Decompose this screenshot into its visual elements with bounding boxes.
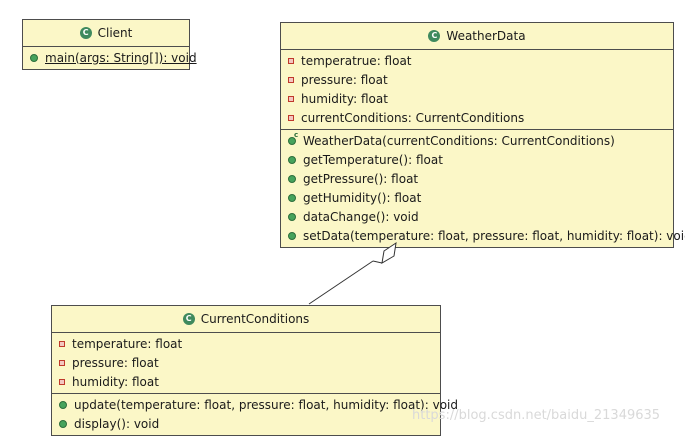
class-name: WeatherData <box>446 29 526 43</box>
method-label: getPressure(): float <box>303 171 419 186</box>
private-field-icon <box>288 95 294 102</box>
field-label: temperature: float <box>72 336 183 351</box>
class-icon: C <box>428 30 441 42</box>
field-row[interactable]: currentConditions: CurrentConditions <box>281 108 673 127</box>
class-header: C Client <box>23 20 189 47</box>
method-row[interactable]: update(temperature: float, pressure: flo… <box>52 395 458 414</box>
field-row[interactable]: temperature: float <box>52 334 440 353</box>
method-row[interactable]: display(): void <box>52 414 440 433</box>
aggregation-line-inner <box>372 260 383 264</box>
public-method-icon <box>288 174 296 183</box>
methods-section: WeatherData(currentConditions: CurrentCo… <box>281 129 685 247</box>
field-label: humidity: float <box>301 91 388 106</box>
class-header: C CurrentConditions <box>52 306 440 333</box>
field-row[interactable]: pressure: float <box>281 70 673 89</box>
public-method-icon <box>288 193 296 202</box>
class-currentconditions[interactable]: C CurrentConditions temperature: float p… <box>51 305 458 436</box>
method-label: getTemperature(): float <box>303 152 443 167</box>
private-field-icon <box>59 340 65 347</box>
method-row[interactable]: dataChange(): void <box>281 207 673 226</box>
method-label: getHumidity(): float <box>303 190 422 205</box>
method-label: setData(temperature: float, pressure: fl… <box>303 228 685 243</box>
private-field-icon <box>288 57 294 64</box>
private-field-icon <box>59 378 65 385</box>
public-method-icon <box>59 400 67 409</box>
class-header: C WeatherData <box>281 23 673 50</box>
private-field-icon <box>288 76 294 83</box>
class-weatherdata[interactable]: C WeatherData temperatrue: float pressur… <box>280 22 685 248</box>
field-row[interactable]: humidity: float <box>52 372 440 391</box>
public-method-icon <box>288 155 296 164</box>
private-field-icon <box>288 114 294 121</box>
constructor-icon <box>288 131 298 145</box>
public-method-icon <box>288 212 296 221</box>
field-label: pressure: float <box>72 355 159 370</box>
aggregation-line <box>308 260 374 305</box>
field-row[interactable]: humidity: float <box>281 89 673 108</box>
class-name: CurrentConditions <box>200 312 310 326</box>
public-method-icon <box>288 231 296 240</box>
class-icon: C <box>79 27 92 39</box>
constructor-row[interactable]: WeatherData(currentConditions: CurrentCo… <box>281 131 673 150</box>
method-row[interactable]: getHumidity(): float <box>281 188 673 207</box>
class-name: Client <box>97 26 133 40</box>
public-method-icon <box>30 53 38 62</box>
method-label: WeatherData(currentConditions: CurrentCo… <box>303 133 615 148</box>
methods-section: main(args: String[]): void <box>23 47 197 69</box>
fields-section: temperature: float pressure: float humid… <box>52 333 440 393</box>
methods-section: update(temperature: float, pressure: flo… <box>52 393 458 435</box>
class-icon: C <box>182 313 195 325</box>
method-row[interactable]: getTemperature(): float <box>281 150 673 169</box>
field-row[interactable]: pressure: float <box>52 353 440 372</box>
method-label: main(args: String[]): void <box>45 50 197 65</box>
field-row[interactable]: temperatrue: float <box>281 51 673 70</box>
public-method-icon <box>59 419 67 428</box>
method-row[interactable]: setData(temperature: float, pressure: fl… <box>281 226 685 245</box>
private-field-icon <box>59 359 65 366</box>
field-label: humidity: float <box>72 374 159 389</box>
method-row[interactable]: main(args: String[]): void <box>23 48 197 67</box>
fields-section: temperatrue: float pressure: float humid… <box>281 50 673 129</box>
field-label: pressure: float <box>301 72 388 87</box>
method-row[interactable]: getPressure(): float <box>281 169 673 188</box>
method-label: update(temperature: float, pressure: flo… <box>74 397 458 412</box>
field-label: temperatrue: float <box>301 53 412 68</box>
method-label: display(): void <box>74 416 160 431</box>
class-client[interactable]: C Client main(args: String[]): void <box>22 19 197 70</box>
field-label: currentConditions: CurrentConditions <box>301 110 525 125</box>
watermark: https://blog.csdn.net/baidu_21349635 <box>412 408 661 423</box>
method-label: dataChange(): void <box>303 209 419 224</box>
